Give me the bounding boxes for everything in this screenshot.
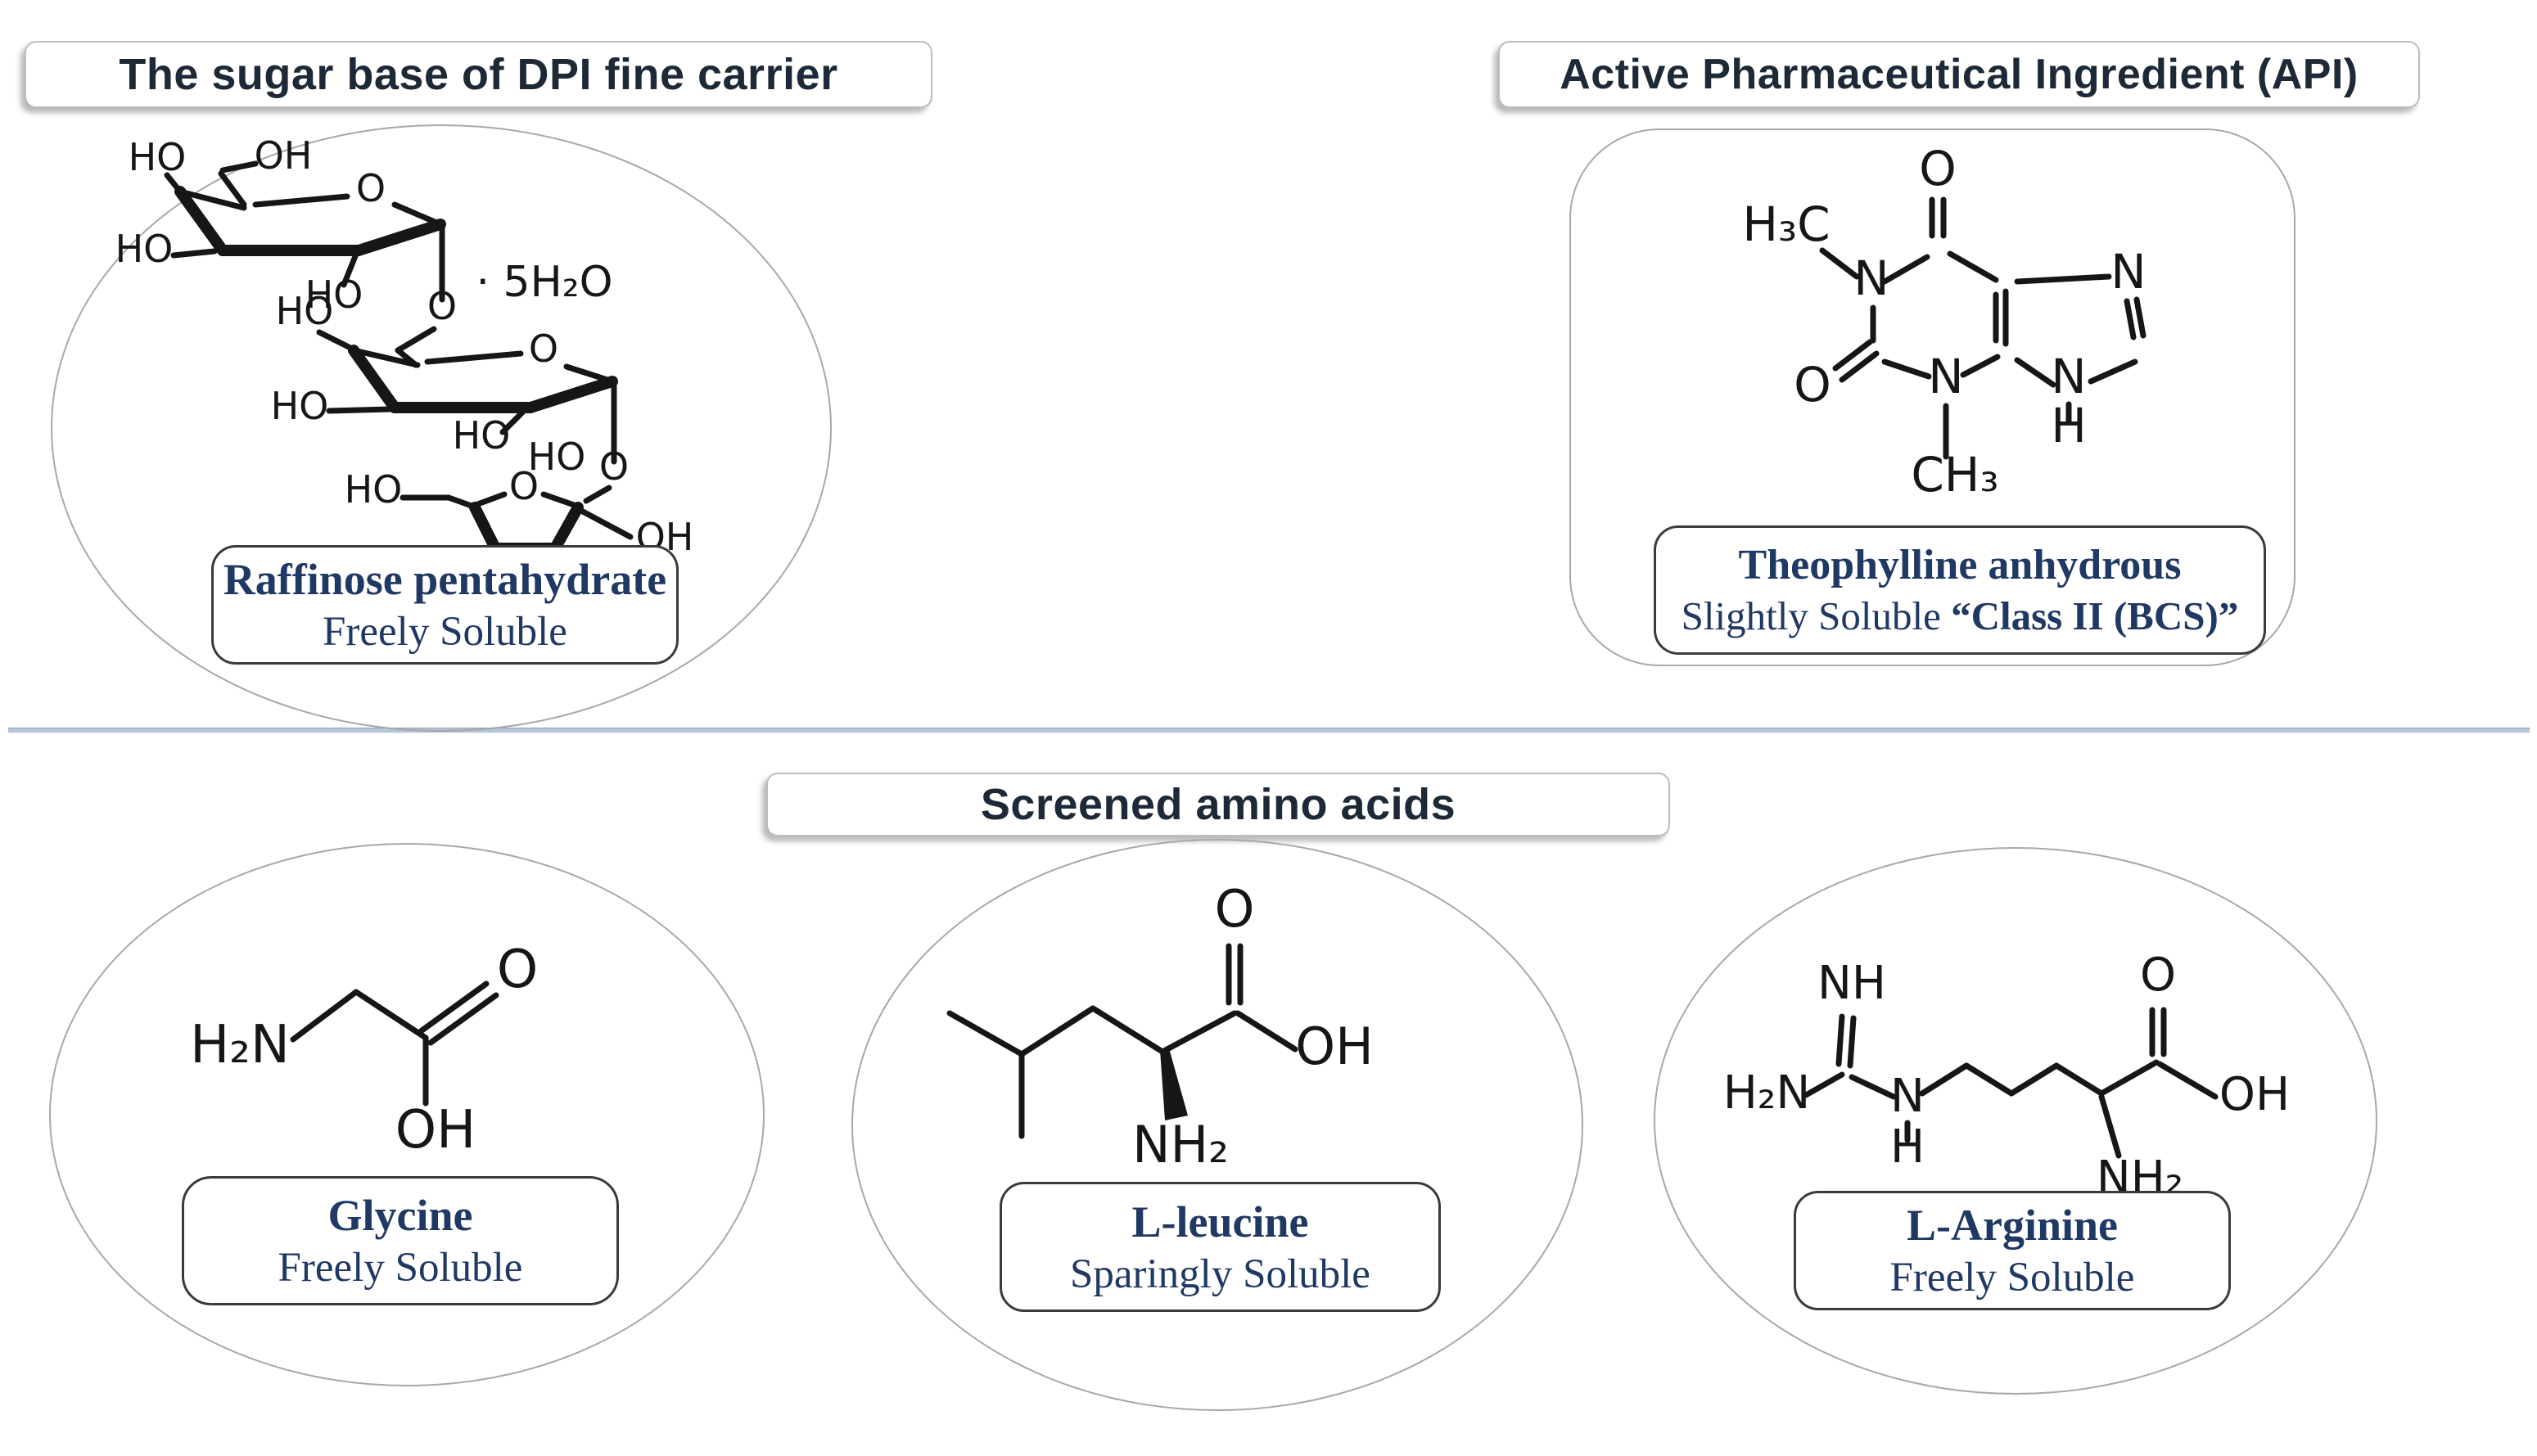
glycine-name: Glycine xyxy=(327,1191,473,1240)
leucine-solubility: Sparingly Soluble xyxy=(1070,1251,1370,1297)
atom-label: N xyxy=(1890,1070,1925,1123)
atom-label: HO xyxy=(271,384,329,428)
sugar-panel-title: The sugar base of DPI fine carrier xyxy=(25,41,932,108)
atom-label: O xyxy=(2140,949,2176,1002)
atom-label: OH xyxy=(255,133,313,178)
section-divider xyxy=(8,728,2530,733)
atom-label: O xyxy=(356,166,386,210)
glycine-card: Glycine Freely Soluble xyxy=(182,1176,619,1305)
atom-label: CH₃ xyxy=(1911,447,1998,503)
atom-label: HO xyxy=(305,273,363,317)
theophylline-card: Theophylline anhydrous Slightly Soluble … xyxy=(1654,525,2266,655)
atom-label: NH₂ xyxy=(1132,1115,1229,1174)
atom-label: N xyxy=(2051,349,2086,404)
raffinose-ellipse xyxy=(51,124,832,732)
raffinose-card: Raffinose pentahydrate Freely Soluble xyxy=(211,545,679,665)
atom-label: NH xyxy=(1817,957,1886,1010)
atom-label: HO xyxy=(345,467,403,512)
api-panel-title-label: Active Pharmaceutical Ingredient (API) xyxy=(1560,51,2359,98)
atom-label: H₃C xyxy=(1742,196,1830,252)
atom-label: OH xyxy=(2219,1068,2290,1121)
atom-label: OH xyxy=(395,1100,476,1161)
leucine-ellipse xyxy=(851,839,1583,1411)
raffinose-solubility: Freely Soluble xyxy=(323,609,567,655)
atom-label: H xyxy=(1890,1120,1925,1174)
leucine-card: L-leucine Sparingly Soluble xyxy=(1000,1182,1441,1312)
theophylline-solubility-text: Slightly Soluble xyxy=(1681,593,1941,638)
atom-label: HO xyxy=(453,413,511,458)
amino-panel-title: Screened amino acids xyxy=(766,773,1670,836)
glycine-ellipse xyxy=(49,843,765,1386)
atom-label: O xyxy=(529,327,558,371)
atom-label: O xyxy=(1794,357,1831,412)
theophylline-panel xyxy=(1569,128,2295,666)
atom-label: HO xyxy=(528,435,586,479)
atom-label: H₂N xyxy=(1723,1066,1810,1120)
leucine-name: L-leucine xyxy=(1131,1197,1309,1246)
atom-label: O xyxy=(1919,141,1957,196)
sugar-panel-title-label: The sugar base of DPI fine carrier xyxy=(119,50,838,99)
atom-label: H xyxy=(2051,398,2087,453)
arginine-ellipse xyxy=(1654,847,2377,1395)
atom-label: O xyxy=(497,940,538,1000)
atom-label: HO xyxy=(276,289,334,333)
arginine-card: L-Arginine Freely Soluble xyxy=(1794,1191,2231,1310)
glycine-solubility: Freely Soluble xyxy=(278,1245,523,1291)
arginine-name: L-Arginine xyxy=(1906,1201,2118,1250)
atom-label: · 5H₂O xyxy=(476,258,612,307)
atom-label: H₂N xyxy=(190,1015,290,1075)
atom-label: N xyxy=(1928,349,1963,404)
theophylline-name: Theophylline anhydrous xyxy=(1738,542,2182,588)
raffinose-structure: HOOHOHOHOOHOHOOHOOHOHOOOHOH· 5H₂O xyxy=(115,133,694,615)
atom-label: O xyxy=(1215,879,1255,939)
atom-label: OH xyxy=(1295,1016,1373,1076)
atom-label: HO xyxy=(129,135,187,179)
atom-label: O xyxy=(427,284,457,328)
atom-label: N xyxy=(1853,250,1889,306)
amino-panel-title-label: Screened amino acids xyxy=(980,780,1456,829)
glycine-structure: H₂N O OH xyxy=(190,940,538,1161)
atom-label: O xyxy=(599,444,629,489)
atom-label: O xyxy=(509,464,539,508)
leucine-structure: O OH NH₂ xyxy=(946,879,1374,1174)
api-panel-title: Active Pharmaceutical Ingredient (API) xyxy=(1498,41,2420,108)
arginine-solubility: Freely Soluble xyxy=(1889,1255,2135,1300)
raffinose-name: Raffinose pentahydrate xyxy=(223,555,667,604)
atom-label: HO xyxy=(115,227,174,271)
theophylline-bcs-class: “Class II (BCS)” xyxy=(1951,593,2239,638)
theophylline-solubility: Slightly Soluble “Class II (BCS)” xyxy=(1682,593,2239,639)
atom-label: N xyxy=(2110,244,2146,300)
